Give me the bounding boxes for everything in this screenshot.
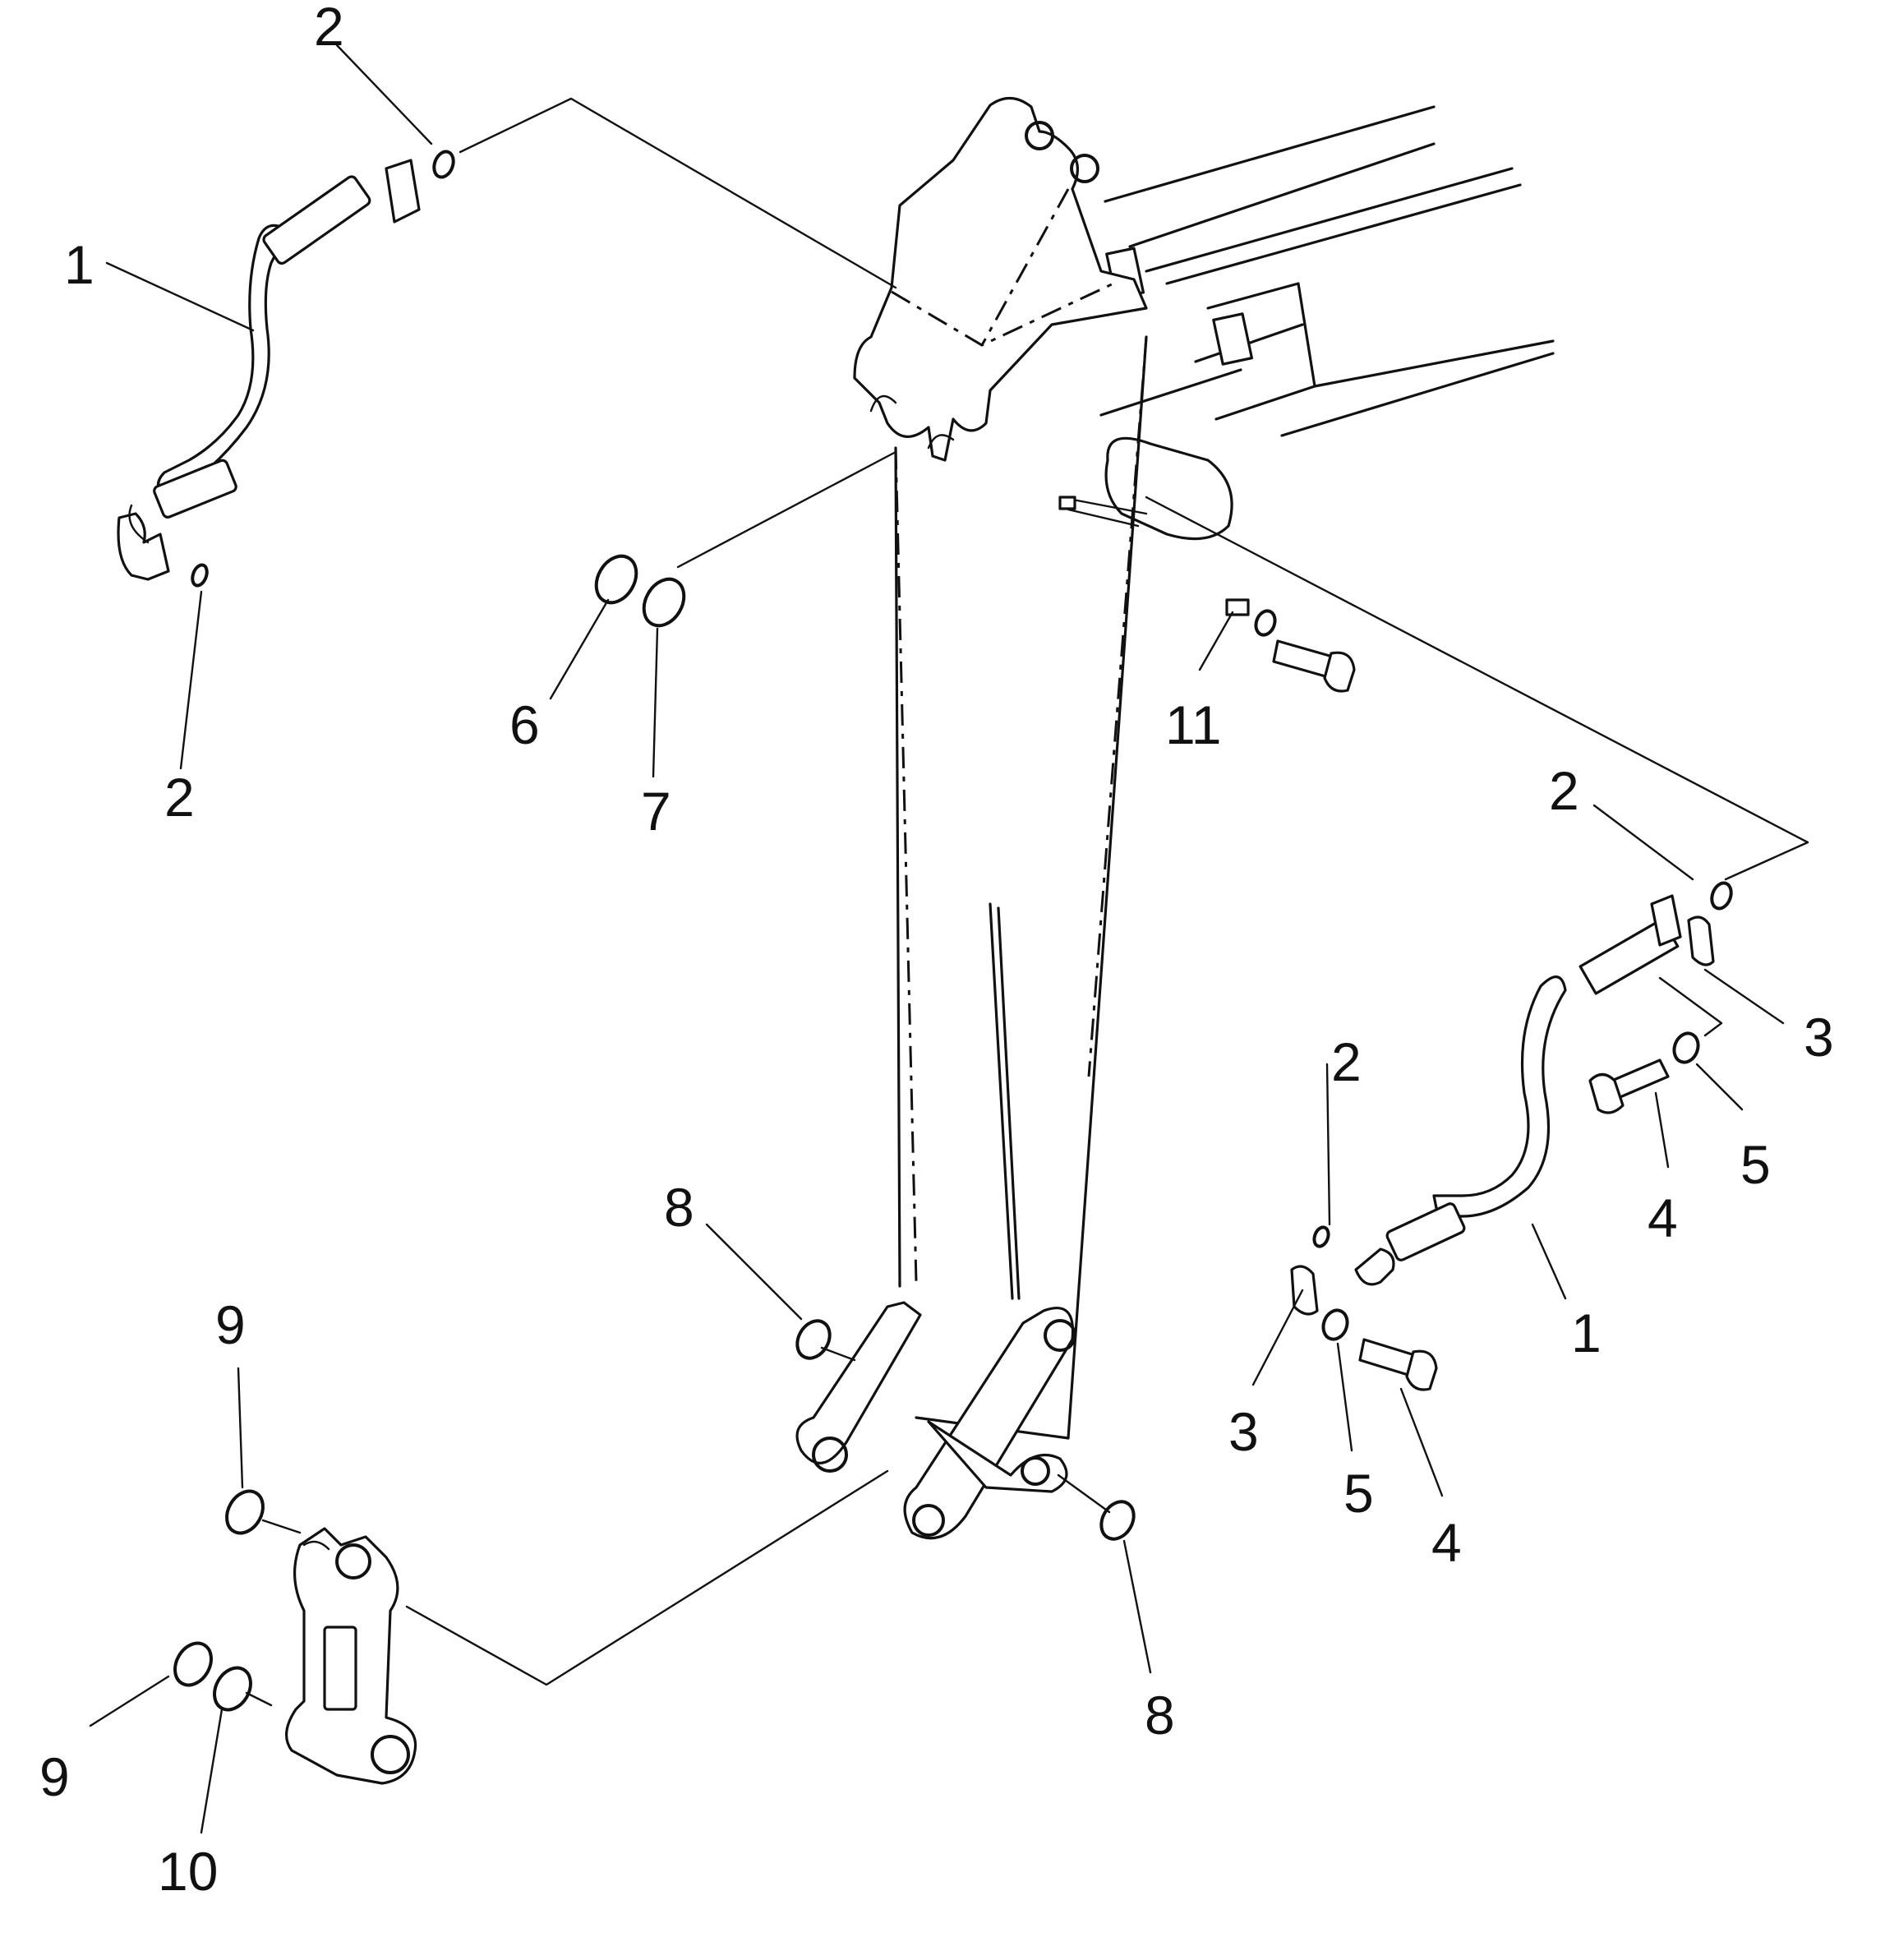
callout-9: 9 (39, 1746, 70, 1807)
callout-10: 10 (158, 1841, 218, 1902)
callout-2: 2 (164, 767, 195, 828)
washer-icon (1254, 609, 1277, 637)
callout-8: 8 (664, 1177, 694, 1238)
o-ring-icon (1710, 881, 1733, 911)
o-ring-icon (432, 150, 455, 179)
bolt-icon (1588, 1058, 1670, 1114)
o-ring-icon (594, 554, 638, 605)
callout-2: 2 (314, 0, 344, 57)
callout-2: 2 (1331, 1031, 1362, 1092)
bolt-icon (1272, 639, 1356, 693)
callout-4: 4 (1431, 1512, 1462, 1573)
bolt-icon (1358, 1338, 1438, 1391)
callout-4: 4 (1648, 1188, 1678, 1248)
split-flange-icon (1687, 915, 1715, 966)
leader-lines (89, 44, 1809, 1834)
split-flange-icon (1290, 1265, 1319, 1316)
callout-1: 1 (1571, 1303, 1602, 1363)
callout-2: 2 (1549, 760, 1579, 821)
o-ring-icon (642, 577, 686, 628)
o-ring-icon (795, 1319, 832, 1360)
washer-icon (1672, 1031, 1700, 1064)
callout-11: 11 (1165, 694, 1222, 755)
o-ring-icon (191, 563, 209, 588)
callout-1: 1 (64, 234, 94, 295)
boom-arm-icon (795, 96, 1555, 1540)
bucket-link-icon (285, 1527, 417, 1785)
callout-3: 3 (1228, 1401, 1259, 1462)
callout-9: 9 (215, 1294, 246, 1355)
callout-5: 5 (1740, 1134, 1771, 1195)
o-ring-icon (1099, 1500, 1136, 1541)
callout-8: 8 (1145, 1685, 1175, 1746)
hydraulic-hose-icon (1354, 894, 1682, 1286)
o-ring-icon (225, 1489, 265, 1535)
o-ring-icon (173, 1641, 213, 1687)
callout-7: 7 (641, 781, 671, 842)
callout-5: 5 (1343, 1463, 1374, 1524)
hydraulic-hose-icon (117, 159, 421, 581)
washer-icon (1321, 1308, 1349, 1341)
callout-6: 6 (509, 694, 540, 755)
callout-3: 3 (1804, 1007, 1834, 1068)
o-ring-icon (213, 1666, 252, 1712)
o-ring-icon (1312, 1225, 1330, 1248)
shim-icon (1225, 598, 1250, 616)
